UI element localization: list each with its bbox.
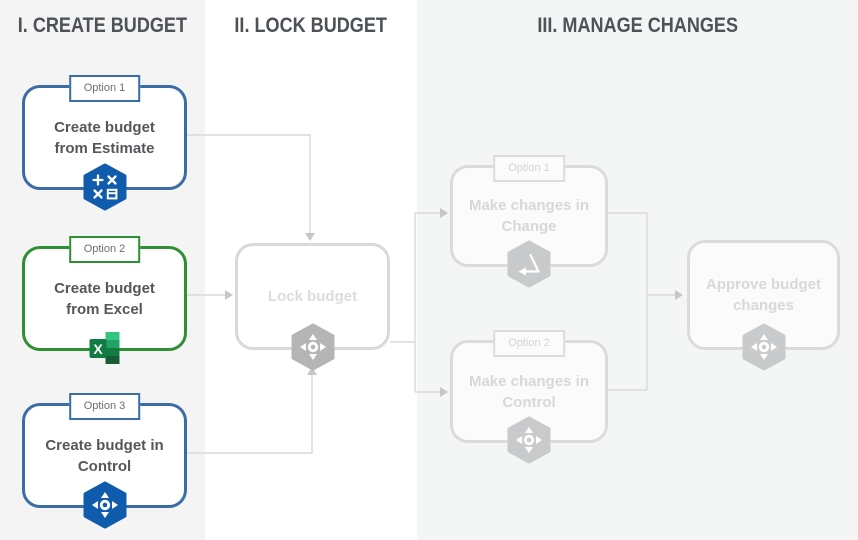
node-title: Make changes in Control [468,372,590,411]
excel-icon: X [86,329,123,367]
node-title: Create budget from Excel [54,279,155,318]
svg-text:X: X [93,341,103,357]
node-make-changes-in-control: Option 2 Make changes in Control [450,330,608,464]
control-dpad-icon [742,323,786,371]
node-create-budget-from-excel: Option 2 Create budget from Excel X [22,236,187,364]
column-header-lock: II. LOCK BUDGET [234,14,388,37]
option-badge: Option 2 [68,236,141,263]
control-dpad-icon [507,416,551,464]
estimate-calculator-icon [83,163,127,211]
node-title: Create budget in Control [45,436,164,475]
change-delta-icon [507,240,551,288]
control-dpad-icon [291,323,335,371]
control-dpad-icon [83,481,127,529]
node-title: Make changes in Change [468,197,590,235]
node-make-changes-in-change: Option 1 Make changes in Change [450,155,608,288]
node-create-budget-from-estimate: Option 1 Create budget from Estimate [22,75,187,211]
column-header-create: I. CREATE BUDGET [17,14,188,37]
node-title: Create budget from Estimate [54,118,155,157]
node-lock-budget: Lock budget [235,243,390,371]
column-header-manage: III. MANAGE CHANGES [537,14,738,37]
option-badge: Option 2 [493,330,565,357]
option-badge: Option 1 [493,155,565,182]
node-create-budget-in-control: Option 3 Create budget in Control [22,393,187,529]
option-badge: Option 1 [68,75,141,102]
node-title: Lock budget [267,288,358,305]
node-approve-budget-changes: Approve budget changes [687,240,840,371]
node-title: Approve budget changes [706,276,821,314]
option-badge: Option 3 [68,393,141,420]
